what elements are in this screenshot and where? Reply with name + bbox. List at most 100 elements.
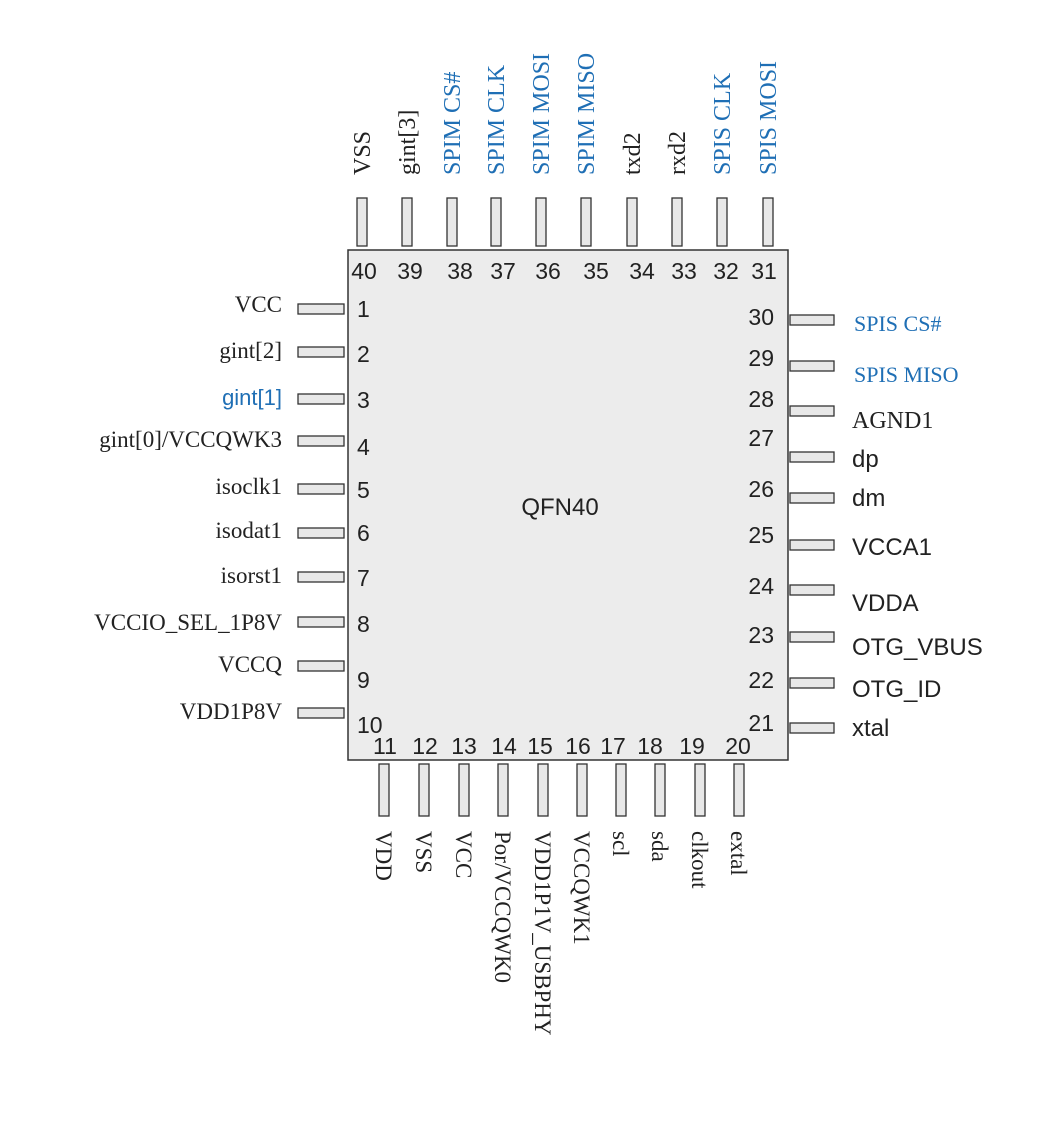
- pin-3-label: gint[1]: [222, 385, 282, 410]
- pin-29-lead: [789, 360, 835, 372]
- pin-20-lead: [733, 763, 745, 817]
- pin-17-number: 17: [600, 733, 626, 759]
- pin-36-number: 36: [535, 258, 561, 284]
- pin-9-label: VCCQ: [218, 652, 282, 677]
- pin-31-number: 31: [751, 258, 777, 284]
- pin-layer: 1VCC2gint[2]3gint[1]4gint[0]/VCCQWK35iso…: [94, 53, 983, 1036]
- pin-15-lead: [537, 763, 549, 817]
- pin-20-number: 20: [725, 733, 751, 759]
- pin-11-lead: [378, 763, 390, 817]
- pin-35-label: SPIM MISO: [574, 53, 600, 175]
- pin-28-lead: [789, 405, 835, 417]
- pin-21-label: xtal: [852, 715, 889, 742]
- pin-1-number: 1: [357, 296, 370, 322]
- pin-37-label: SPIM CLK: [484, 64, 510, 175]
- pin-33-lead: [671, 197, 683, 247]
- pin-14-lead: [497, 763, 509, 817]
- pin-6-label: isodat1: [216, 518, 282, 543]
- pin-23-lead: [789, 631, 835, 643]
- pin-18-number: 18: [637, 733, 663, 759]
- pin-25-number: 25: [748, 522, 774, 548]
- pin-6-number: 6: [357, 520, 370, 546]
- pin-11-number: 11: [373, 733, 397, 759]
- pin-13-label: VCC: [451, 831, 476, 878]
- pin-15-number: 15: [527, 733, 553, 759]
- pin-18-lead: [654, 763, 666, 817]
- pin-25-lead: [789, 539, 835, 551]
- pin-26-label: dm: [852, 485, 885, 512]
- pin-21-number: 21: [748, 710, 774, 736]
- pin-37-lead: [490, 197, 502, 247]
- pin-24-number: 24: [748, 573, 774, 599]
- pin-21-lead: [789, 722, 835, 734]
- pin-10-lead: [297, 707, 345, 719]
- pin-13-number: 13: [451, 733, 477, 759]
- pin-34-label: txd2: [620, 132, 646, 175]
- pin-7-label: isorst1: [221, 563, 282, 588]
- pin-39-number: 39: [397, 258, 423, 284]
- pin-1-label: VCC: [235, 292, 282, 317]
- pin-2-number: 2: [357, 341, 370, 367]
- pin-30-label: SPIS CS#: [854, 311, 941, 336]
- pin-19-label: clkout: [687, 831, 712, 889]
- pin-24-lead: [789, 584, 835, 596]
- pin-33-label: rxd2: [665, 131, 691, 175]
- pin-5-label: isoclk1: [216, 474, 282, 499]
- pin-40-label: VSS: [350, 131, 376, 175]
- pin-31-lead: [762, 197, 774, 247]
- pin-34-lead: [626, 197, 638, 247]
- pin-32-number: 32: [713, 258, 739, 284]
- pin-23-label: OTG_VBUS: [852, 634, 983, 661]
- pin-37-number: 37: [490, 258, 516, 284]
- pin-32-lead: [716, 197, 728, 247]
- pin-12-label: VSS: [411, 831, 436, 873]
- pin-4-number: 4: [357, 434, 370, 460]
- pin-16-lead: [576, 763, 588, 817]
- pin-32-label: SPIS CLK: [710, 72, 736, 175]
- pin-36-lead: [535, 197, 547, 247]
- pin-34-number: 34: [629, 258, 655, 284]
- pin-36-label: SPIM MOSI: [529, 53, 555, 175]
- pin-40-lead: [356, 197, 368, 247]
- chip-body: [347, 249, 789, 761]
- pin-16-label: VCCQWK1: [569, 831, 594, 945]
- pin-4-label: gint[0]/VCCQWK3: [99, 427, 282, 452]
- pin-40-number: 40: [351, 258, 377, 284]
- pin-19-number: 19: [679, 733, 705, 759]
- pin-9-number: 9: [357, 667, 370, 693]
- pin-24-label: VDDA: [852, 590, 919, 617]
- pin-5-number: 5: [357, 477, 370, 503]
- pin-35-lead: [580, 197, 592, 247]
- pin-28-label: AGND1: [852, 408, 933, 434]
- pin-20-label: extal: [726, 831, 751, 876]
- pin-7-number: 7: [357, 565, 370, 591]
- pin-27-label: dp: [852, 446, 879, 473]
- pin-39-label: gint[3]: [395, 110, 421, 175]
- pin-27-number: 27: [748, 425, 774, 451]
- pin-12-number: 12: [412, 733, 438, 759]
- pin-16-number: 16: [565, 733, 591, 759]
- pin-13-lead: [458, 763, 470, 817]
- pin-8-lead: [297, 616, 345, 628]
- pin-7-lead: [297, 571, 345, 583]
- pin-3-lead: [297, 393, 345, 405]
- pin-22-label: OTG_ID: [852, 676, 941, 703]
- pin-1-lead: [297, 303, 345, 315]
- pin-22-lead: [789, 677, 835, 689]
- pin-4-lead: [297, 435, 345, 447]
- pin-9-lead: [297, 660, 345, 672]
- pin-29-label: SPIS MISO: [854, 362, 959, 387]
- chip-label: QFN40: [521, 494, 598, 521]
- pin-17-lead: [615, 763, 627, 817]
- pin-28-number: 28: [748, 386, 774, 412]
- pin-11-label: VDD: [371, 831, 396, 881]
- pin-2-lead: [297, 346, 345, 358]
- pin-8-label: VCCIO_SEL_1P8V: [94, 610, 282, 635]
- pin-31-label: SPIS MOSI: [756, 61, 782, 175]
- pin-15-label: VDD1P1V_USBPHY: [530, 831, 555, 1036]
- pin-26-number: 26: [748, 476, 774, 502]
- pin-2-label: gint[2]: [219, 338, 282, 363]
- pin-39-lead: [401, 197, 413, 247]
- pin-3-number: 3: [357, 387, 370, 413]
